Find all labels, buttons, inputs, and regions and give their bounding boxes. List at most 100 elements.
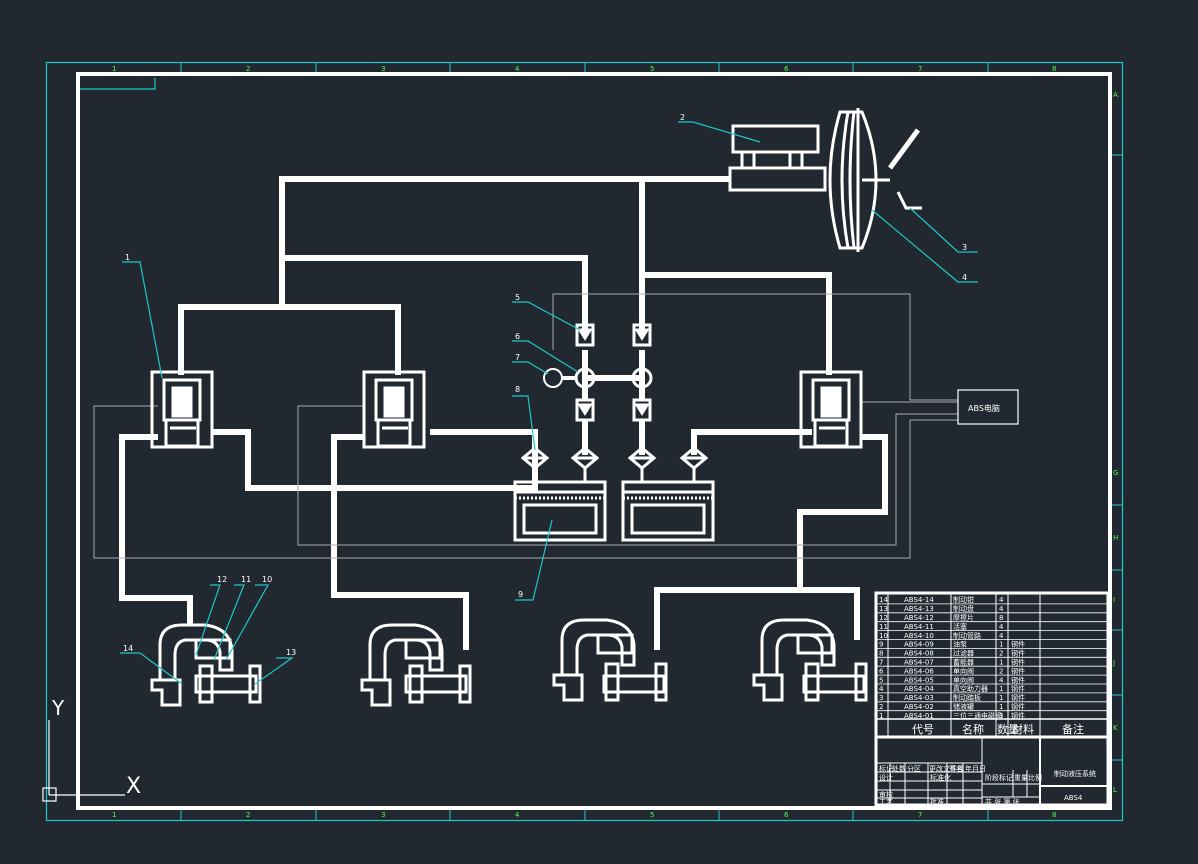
parts-cell-no: 3 xyxy=(879,694,883,702)
zone-ticks xyxy=(180,62,1122,820)
abs-ecu-box[interactable] xyxy=(957,389,1019,425)
callout-6: 6 xyxy=(515,332,520,341)
tb-weight: 重量 xyxy=(1014,774,1028,782)
parts-cell-code: ABS4-01 xyxy=(904,712,934,720)
parts-cell-qty: 1 xyxy=(999,641,1003,649)
parts-cell-name: 摩擦片 xyxy=(953,613,974,622)
tb-change-no: 更改文件号 xyxy=(929,764,964,773)
parts-cell-name: 制动踏板 xyxy=(953,693,981,702)
parts-cell-code: ABS4-13 xyxy=(904,605,934,613)
callout-2: 2 xyxy=(680,113,685,122)
callout-4: 4 xyxy=(962,273,967,282)
zone-row-a: A xyxy=(1113,91,1118,99)
parts-cell-code: ABS4-04 xyxy=(904,685,934,693)
zone-col-8b: 8 xyxy=(1052,811,1056,819)
callout-12: 12 xyxy=(217,575,227,584)
zone-col-7b: 7 xyxy=(918,811,922,819)
parts-cell-name: 制动钳 xyxy=(953,595,974,604)
ucs-icon xyxy=(42,720,125,802)
tb-check: 审核 xyxy=(879,790,893,799)
parts-cell-qty: 4 xyxy=(999,605,1004,613)
parts-cell-no: 13 xyxy=(879,605,888,613)
ucs-y-label: Y xyxy=(51,696,65,720)
ucs-x-label: X xyxy=(126,774,141,799)
parts-cell-qty: 4 xyxy=(999,623,1004,631)
parts-cell-name: 过滤器 xyxy=(953,649,974,658)
parts-cell-qty: 1 xyxy=(999,694,1003,702)
parts-cell-no: 5 xyxy=(879,676,883,684)
parts-cell-material: 钢件 xyxy=(1011,693,1025,702)
solenoid-valve-2[interactable] xyxy=(362,370,426,449)
wheel-brake-rr[interactable] xyxy=(752,618,868,702)
leader-lines xyxy=(120,121,978,685)
parts-cell-code: ABS4-07 xyxy=(904,659,934,667)
zone-col-2: 2 xyxy=(246,65,250,73)
callout-9: 9 xyxy=(518,590,523,599)
parts-cell-qty: 3 xyxy=(999,712,1003,720)
parts-cell-material: 钢件 xyxy=(1011,640,1025,649)
zone-col-4: 4 xyxy=(515,65,520,73)
parts-cell-qty: 1 xyxy=(999,685,1003,693)
solenoid-valve-1[interactable] xyxy=(150,370,214,449)
zone-col-2b: 2 xyxy=(246,811,250,819)
zone-col-8: 8 xyxy=(1052,65,1056,73)
parts-cell-code: ABS4-02 xyxy=(904,703,934,711)
zone-row-j: J xyxy=(1112,659,1115,667)
parts-cell-material: 钢件 xyxy=(1011,666,1025,675)
header-code: 代号 xyxy=(912,723,934,736)
header-qty: 数量 xyxy=(997,723,1019,736)
parts-cell-qty: 1 xyxy=(999,703,1003,711)
parts-cell-name: 三位三通电磁阀 xyxy=(953,711,1002,720)
parts-cell-material: 钢件 xyxy=(1011,702,1025,711)
tb-process: 工艺 xyxy=(879,798,893,806)
parts-cell-no: 4 xyxy=(879,685,884,693)
zone-col-5: 5 xyxy=(650,65,654,73)
callout-11: 11 xyxy=(241,575,251,584)
parts-cell-code: ABS4-06 xyxy=(904,667,934,675)
zone-row-l: L xyxy=(1113,786,1117,794)
drawing-code: ABS4 xyxy=(1064,794,1083,802)
filters[interactable] xyxy=(520,446,709,482)
tb-sign: 签名 xyxy=(949,764,963,773)
tb-std: 标准化 xyxy=(930,773,951,782)
callout-10: 10 xyxy=(262,575,272,584)
parts-cell-code: ABS4-09 xyxy=(904,641,934,649)
parts-cell-code: ABS4-08 xyxy=(904,650,934,658)
tb-stage: 阶段标记 xyxy=(985,773,1013,782)
zone-row-h: H xyxy=(1113,534,1118,542)
parts-cell-qty: 2 xyxy=(999,667,1003,675)
parts-cell-no: 6 xyxy=(879,667,884,675)
parts-cell-no: 8 xyxy=(879,650,883,658)
master-cylinder-assembly[interactable] xyxy=(728,108,922,252)
parts-cell-qty: 4 xyxy=(999,596,1004,604)
tb-zone: 分区 xyxy=(907,764,921,773)
tb-mark: 标记 xyxy=(879,764,893,773)
parts-cell-code: ABS4-05 xyxy=(904,676,934,684)
callout-3: 3 xyxy=(962,243,967,252)
parts-cell-qty: 4 xyxy=(999,676,1004,684)
callout-1: 1 xyxy=(125,253,130,262)
pumps[interactable] xyxy=(513,480,715,542)
corner-mark xyxy=(80,78,156,90)
brake-lines xyxy=(119,176,888,650)
parts-cell-name: 真空助力器 xyxy=(953,684,988,693)
wheel-brake-fr[interactable] xyxy=(360,623,472,707)
solenoid-valve-3[interactable] xyxy=(799,370,863,449)
inner-border xyxy=(76,72,1112,810)
zone-row-i: I xyxy=(1113,596,1115,604)
tb-sheet: 共 张 第 张 xyxy=(985,797,1020,806)
parts-cell-name: 制动管路 xyxy=(953,631,981,640)
tb-scale: 比例 xyxy=(1028,773,1042,782)
parts-cell-qty: 4 xyxy=(999,632,1004,640)
check-valves[interactable] xyxy=(574,323,653,422)
wheel-brake-rl[interactable] xyxy=(552,618,668,702)
zone-col-6b: 6 xyxy=(784,811,789,819)
parts-cell-name: 单向阀 xyxy=(953,666,974,675)
wheel-brake-fl[interactable] xyxy=(150,623,262,707)
zone-col-3b: 3 xyxy=(381,811,385,819)
parts-cell-material: 钢件 xyxy=(1011,649,1025,658)
header-name: 名称 xyxy=(962,722,984,736)
accumulator[interactable] xyxy=(543,368,576,388)
